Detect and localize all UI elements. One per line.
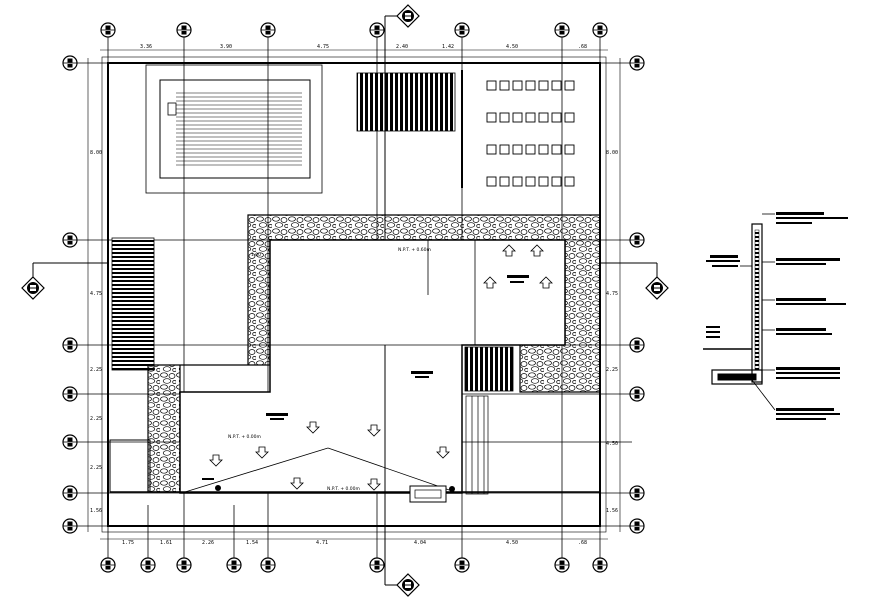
level-label: N.P.T. + 0.60m — [398, 247, 431, 253]
dim-text: 2.25 — [90, 367, 102, 373]
drain-box — [409, 485, 447, 503]
dim-text: 1.61 — [160, 540, 172, 546]
wall-detail-notes — [706, 212, 848, 420]
dim-text: 4.04 — [414, 540, 426, 546]
dim-text: 2.25 — [606, 367, 618, 373]
section-marker-bottom — [384, 345, 420, 597]
section-marker-top — [384, 4, 420, 240]
dim-text: 4.75 — [317, 44, 329, 50]
top-dimensions: 3.36 3.90 4.75 2.40 1.42 4.50 .68 — [140, 44, 587, 50]
dim-text: 3.36 — [140, 44, 152, 50]
dim-text: 8.00 — [90, 150, 102, 156]
dim-text: 4.50 — [506, 540, 518, 546]
dim-text: 4.50 — [606, 441, 618, 447]
dim-text: .68 — [578, 540, 587, 546]
dim-text: 4.50 — [506, 44, 518, 50]
dim-text: 8.00 — [606, 150, 618, 156]
level-label: 1.00 — [251, 252, 261, 258]
bottom-dimensions: 1.75 1.61 2.26 1.54 4.71 4.04 4.50 .68 — [122, 540, 587, 546]
dim-text: 1.56 — [90, 508, 102, 514]
left-dimensions: 8.00 4.75 2.25 2.25 2.25 1.56 — [90, 150, 102, 514]
section-marker-left — [21, 262, 108, 300]
dim-text: 2.26 — [202, 540, 214, 546]
wall-section-detail — [703, 213, 776, 411]
planter-hatch — [464, 346, 514, 392]
grid-bubble-icon — [629, 55, 645, 534]
grid-bubble-icon — [100, 22, 608, 38]
dim-text: .68 — [578, 44, 587, 50]
dim-text: 1.75 — [122, 540, 134, 546]
section-marker-right — [600, 262, 669, 300]
small-room — [109, 439, 151, 493]
pergola-top — [356, 72, 456, 132]
courtyard-outline — [179, 239, 566, 494]
level-label: N.P.T. + 0.00m — [327, 486, 360, 492]
dim-text: 1.42 — [442, 44, 454, 50]
dim-text: 2.25 — [90, 465, 102, 471]
side-stair — [465, 395, 489, 495]
pool — [145, 64, 323, 194]
dim-text: 4.75 — [606, 291, 618, 297]
dim-text: 3.90 — [220, 44, 232, 50]
parking-blocks — [486, 80, 575, 187]
dim-text: 4.71 — [316, 540, 328, 546]
dimension-lines — [87, 49, 621, 540]
slope-lines — [110, 447, 600, 493]
label-bars — [202, 275, 529, 480]
dim-text: 1.54 — [246, 540, 258, 546]
dim-text: 4.75 — [90, 291, 102, 297]
dim-text: 2.40 — [396, 44, 408, 50]
level-label: N.P.T. + 0.00m — [228, 434, 261, 440]
grid-bubble-icon — [62, 55, 78, 534]
dim-text: 1.56 — [606, 508, 618, 514]
stair-left — [111, 237, 155, 371]
dim-text: 2.25 — [90, 416, 102, 422]
right-dimensions: 8.00 4.75 2.25 4.50 1.56 — [606, 150, 618, 514]
grid-bubble-icon — [100, 557, 608, 573]
